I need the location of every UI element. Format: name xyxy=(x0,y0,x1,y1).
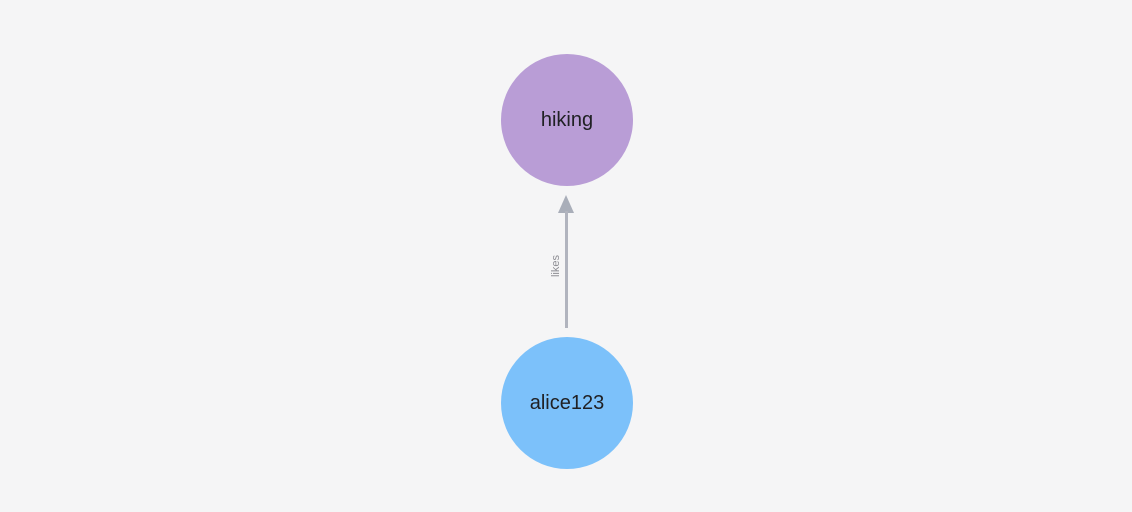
edge-line[interactable] xyxy=(565,211,568,328)
edge-label: likes xyxy=(550,254,562,278)
node-alice123-label: alice123 xyxy=(529,391,605,414)
node-hiking-label: hiking xyxy=(540,108,594,131)
node-alice123[interactable]: alice123 xyxy=(501,337,633,469)
edge-arrowhead xyxy=(558,195,574,213)
node-hiking[interactable]: hiking xyxy=(501,54,633,186)
